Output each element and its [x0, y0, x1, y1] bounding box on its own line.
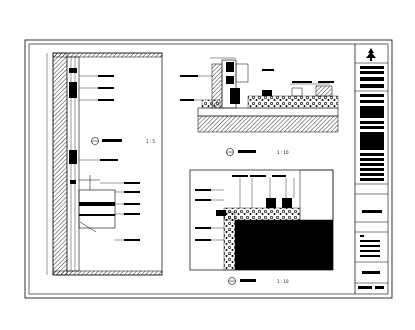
detail-a-scale: 1 : 5 [146, 139, 155, 144]
outer-border [24, 39, 393, 299]
detail-b-horizontal-section: 1 : 10 [180, 57, 339, 156]
title-block [354, 44, 388, 294]
company-logo [366, 48, 376, 61]
detail-a-wall-section: 1 : 5 [46, 52, 163, 276]
detail-b-scale: 1 : 10 [277, 150, 289, 155]
inner-border [28, 43, 389, 295]
detail-c-scale: 1 : 10 [277, 279, 289, 284]
detail-c-enlarged-section: 1 : 10 [189, 169, 334, 285]
